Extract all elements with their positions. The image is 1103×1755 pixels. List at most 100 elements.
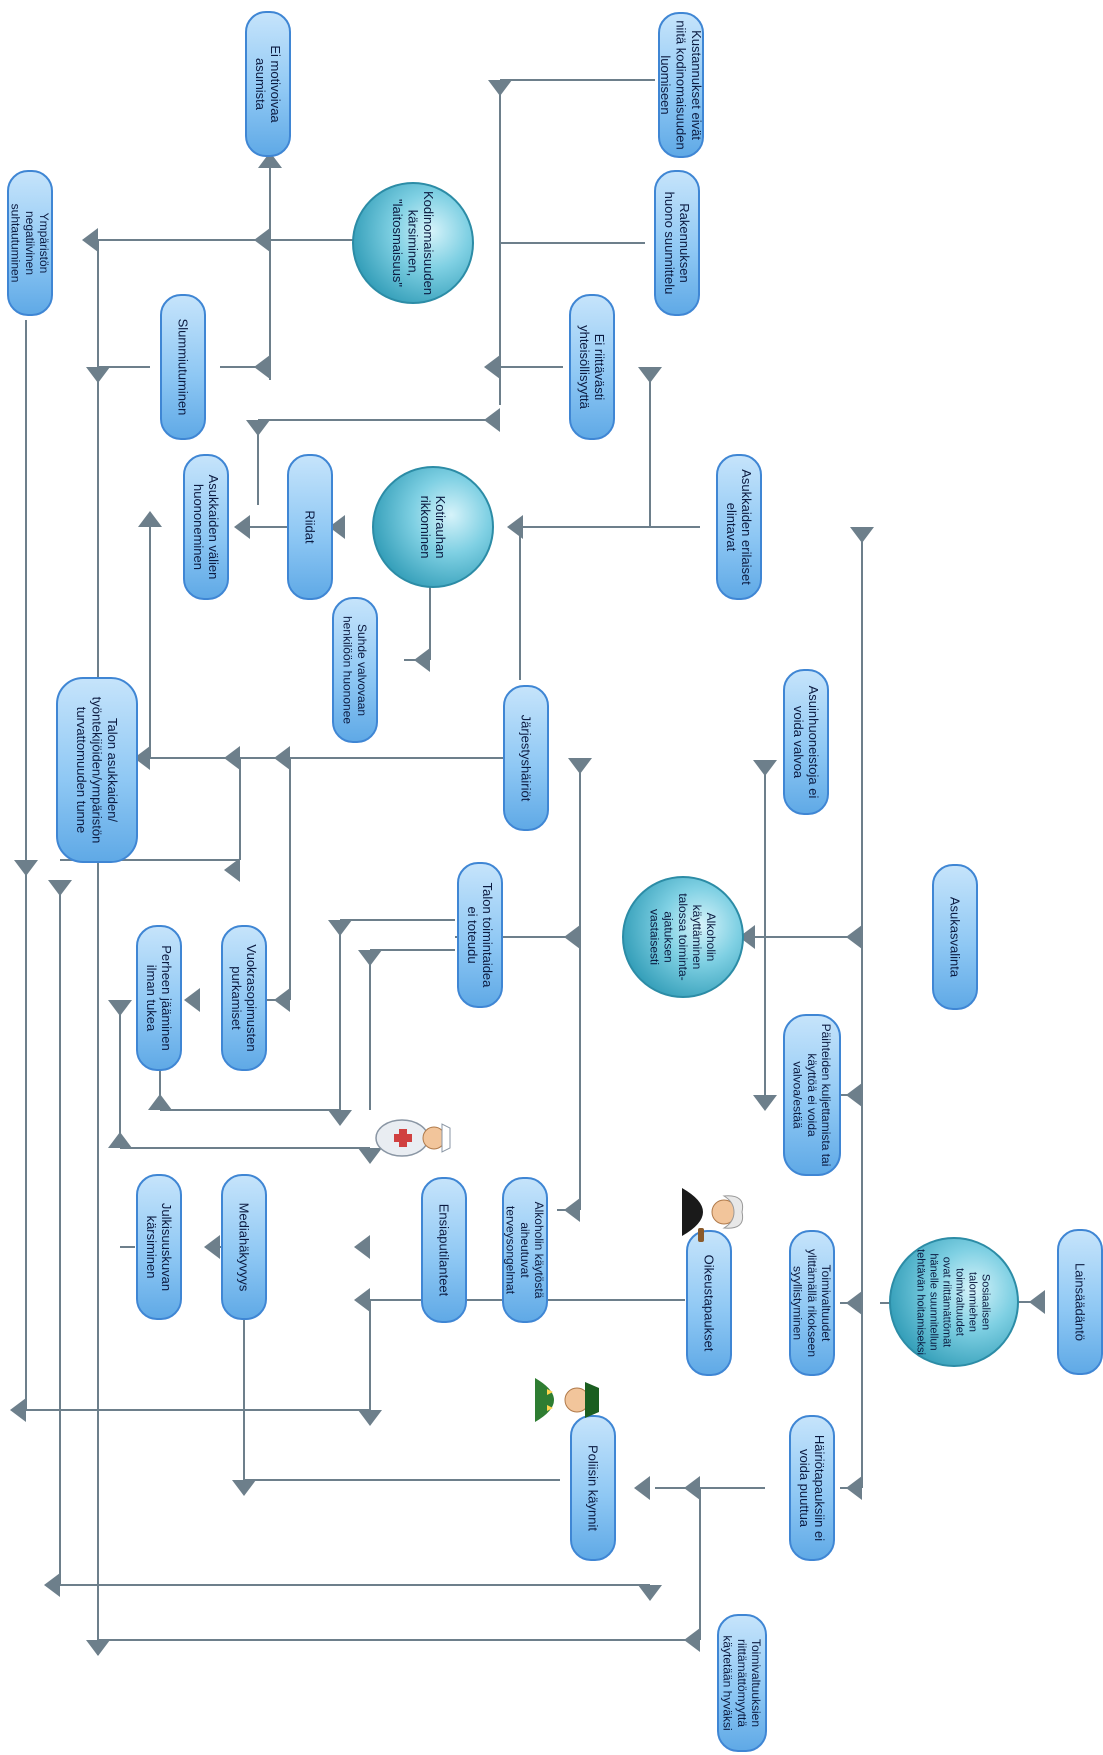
arrowhead (108, 1132, 132, 1148)
police-figure-icon (535, 1378, 599, 1422)
arrowhead (274, 746, 290, 770)
svg-text:Ei motivoivaaasumista: Ei motivoivaaasumista (253, 45, 283, 123)
svg-text:Kodinomaisuudenkärsiminen,"lai: Kodinomaisuudenkärsiminen,"laitosmaisuus… (390, 191, 436, 295)
node-b1: Kustannukset eivätniitä kodinomaisuudenl… (658, 12, 704, 158)
arrowhead (507, 515, 523, 539)
arrowhead (138, 511, 162, 527)
node-b5: Ei riittävästiyhteisöllisyyttä (569, 294, 615, 440)
arrowhead (44, 1573, 60, 1597)
node-b26: Poliisin käynnit (570, 1415, 616, 1561)
arrowhead (684, 1476, 700, 1500)
svg-text:Vuokrasopimustenpurkamiset: Vuokrasopimustenpurkamiset (229, 944, 259, 1051)
arrowhead (14, 860, 38, 876)
arrowhead (354, 1235, 370, 1259)
svg-text:Asuinhuoneistoja eivoida valvo: Asuinhuoneistoja eivoida valvoa (791, 686, 821, 799)
node-c2: Kotirauhanrikkominen (372, 466, 494, 588)
arrowhead (753, 760, 777, 776)
arrowhead (234, 515, 250, 539)
arrowhead (739, 925, 755, 949)
arrowhead (638, 1585, 662, 1601)
node-b17: Perheen jääminenilman tukea (136, 925, 182, 1071)
svg-text:Asukasvalinta: Asukasvalinta (948, 897, 963, 978)
arrowhead (484, 408, 500, 432)
arrowhead (48, 880, 72, 896)
node-b11: Järjestyshäiriöt (503, 685, 549, 831)
svg-text:Alkoholinkäyttäminentalossa to: Alkoholinkäyttäminentalossa toiminta-aja… (648, 893, 719, 980)
arrowhead (753, 1095, 777, 1111)
arrowhead (358, 1410, 382, 1426)
node-b12: Talon asukkaiden/työntekijöiden/ympärist… (56, 677, 138, 863)
arrowhead (846, 1476, 862, 1500)
svg-text:Ensiaputilanteet: Ensiaputilanteet (437, 1204, 452, 1297)
node-c1: Kodinomaisuudenkärsiminen,"laitosmaisuus… (352, 182, 474, 304)
arrowhead (204, 1235, 220, 1259)
svg-text:Slummiutuminen: Slummiutuminen (176, 319, 191, 416)
svg-text:Ympäristönnegatiivinensuhtautu: Ympäristönnegatiivinensuhtautuminen (9, 204, 51, 283)
judge-figure-icon (682, 1188, 744, 1242)
node-b9: Asukkaiden erilaisetelintavat (716, 454, 762, 600)
node-b10: Suhde valvovaanhenkilöön huononee (332, 597, 378, 743)
svg-text:Talon toimintaideaei toteudu: Talon toimintaideaei toteudu (465, 883, 495, 989)
arrowhead (148, 1094, 172, 1110)
node-b23: Oikeustapaukset (686, 1230, 732, 1376)
node-c4: Sosiaalisentalonmiehentoimivaltuudetovat… (889, 1237, 1019, 1367)
svg-text:Lainsäädäntö: Lainsäädäntö (1073, 1263, 1088, 1341)
arrowhead (328, 1110, 352, 1126)
arrowhead (254, 228, 270, 252)
arrowhead (10, 1398, 26, 1422)
node-b3: Ympäristönnegatiivinensuhtautuminen (7, 170, 53, 316)
node-b8: Riidat (287, 454, 333, 600)
svg-text:Julkisuuskuvankärsiminen: Julkisuuskuvankärsiminen (144, 1203, 174, 1291)
svg-text:Ei riittävästiyhteisöllisyyttä: Ei riittävästiyhteisöllisyyttä (577, 325, 607, 410)
node-b4: Rakennuksenhuono suunnittelu (654, 170, 700, 316)
node-b6: Slummiutuminen (160, 294, 206, 440)
arrowhead (484, 355, 500, 379)
svg-text:Suhde valvovaanhenkilöön huono: Suhde valvovaanhenkilöön huononee (341, 616, 369, 724)
arrowhead (224, 858, 240, 882)
arrowhead (354, 1288, 370, 1312)
svg-text:Talon asukkaiden/työntekijöide: Talon asukkaiden/työntekijöiden/ympärist… (74, 697, 120, 844)
arrowhead (184, 988, 200, 1012)
node-b19: Ensiaputilanteet (421, 1177, 467, 1323)
svg-text:Häiriötapauksiin eivoida puutt: Häiriötapauksiin eivoida puuttua (797, 1435, 827, 1541)
arrowhead (246, 420, 270, 436)
node-b16: Vuokrasopimustenpurkamiset (221, 925, 267, 1071)
svg-text:Toimivaltuudetylittämällä riko: Toimivaltuudetylittämällä rikokseensyyll… (791, 1249, 833, 1357)
arrowhead (850, 527, 874, 543)
arrowhead (258, 152, 282, 168)
node-b2: Ei motivoivaaasumista (245, 11, 291, 157)
arrowhead (564, 925, 580, 949)
svg-text:Perheen jääminenilman tukea: Perheen jääminenilman tukea (144, 945, 174, 1051)
svg-text:Poliisin käynnit: Poliisin käynnit (586, 1445, 601, 1531)
arrowhead (846, 1083, 862, 1107)
arrowhead (274, 988, 290, 1012)
node-b21: Mediahäkyvyys (221, 1174, 267, 1320)
arrowhead (638, 367, 662, 383)
arrowhead (254, 355, 270, 379)
arrowhead (684, 1628, 700, 1652)
arrowhead (358, 950, 382, 966)
svg-text:Rakennuksenhuono suunnittelu: Rakennuksenhuono suunnittelu (662, 192, 692, 295)
node-b24: Toimivaltuudetylittämällä rikokseensyyll… (789, 1230, 835, 1376)
svg-text:Mediahäkyvyys: Mediahäkyvyys (237, 1203, 252, 1292)
arrowhead (224, 746, 240, 770)
arrowhead (488, 80, 512, 96)
svg-text:Järjestyshäiriöt: Järjestyshäiriöt (519, 715, 534, 802)
nurse-figure-icon (375, 1119, 451, 1157)
node-b15: Asukasvalinta (932, 864, 978, 1010)
arrowhead (329, 515, 345, 539)
svg-text:Oikeustapaukset: Oikeustapaukset (702, 1255, 717, 1352)
node-b13: Asuinhuoneistoja eivoida valvoa (783, 669, 829, 815)
svg-text:Kustannukset eivätniitä kodino: Kustannukset eivätniitä kodinomaisuudenl… (658, 20, 704, 149)
arrowhead (564, 1198, 580, 1222)
connector-arrowheads (10, 80, 1045, 1656)
arrowhead (634, 1476, 650, 1500)
arrowhead (82, 228, 98, 252)
arrowhead (134, 746, 150, 770)
arrowhead (846, 925, 862, 949)
arrowhead (232, 1480, 256, 1496)
arrowhead (1029, 1290, 1045, 1314)
arrowhead (414, 648, 430, 672)
arrowhead (846, 1291, 862, 1315)
